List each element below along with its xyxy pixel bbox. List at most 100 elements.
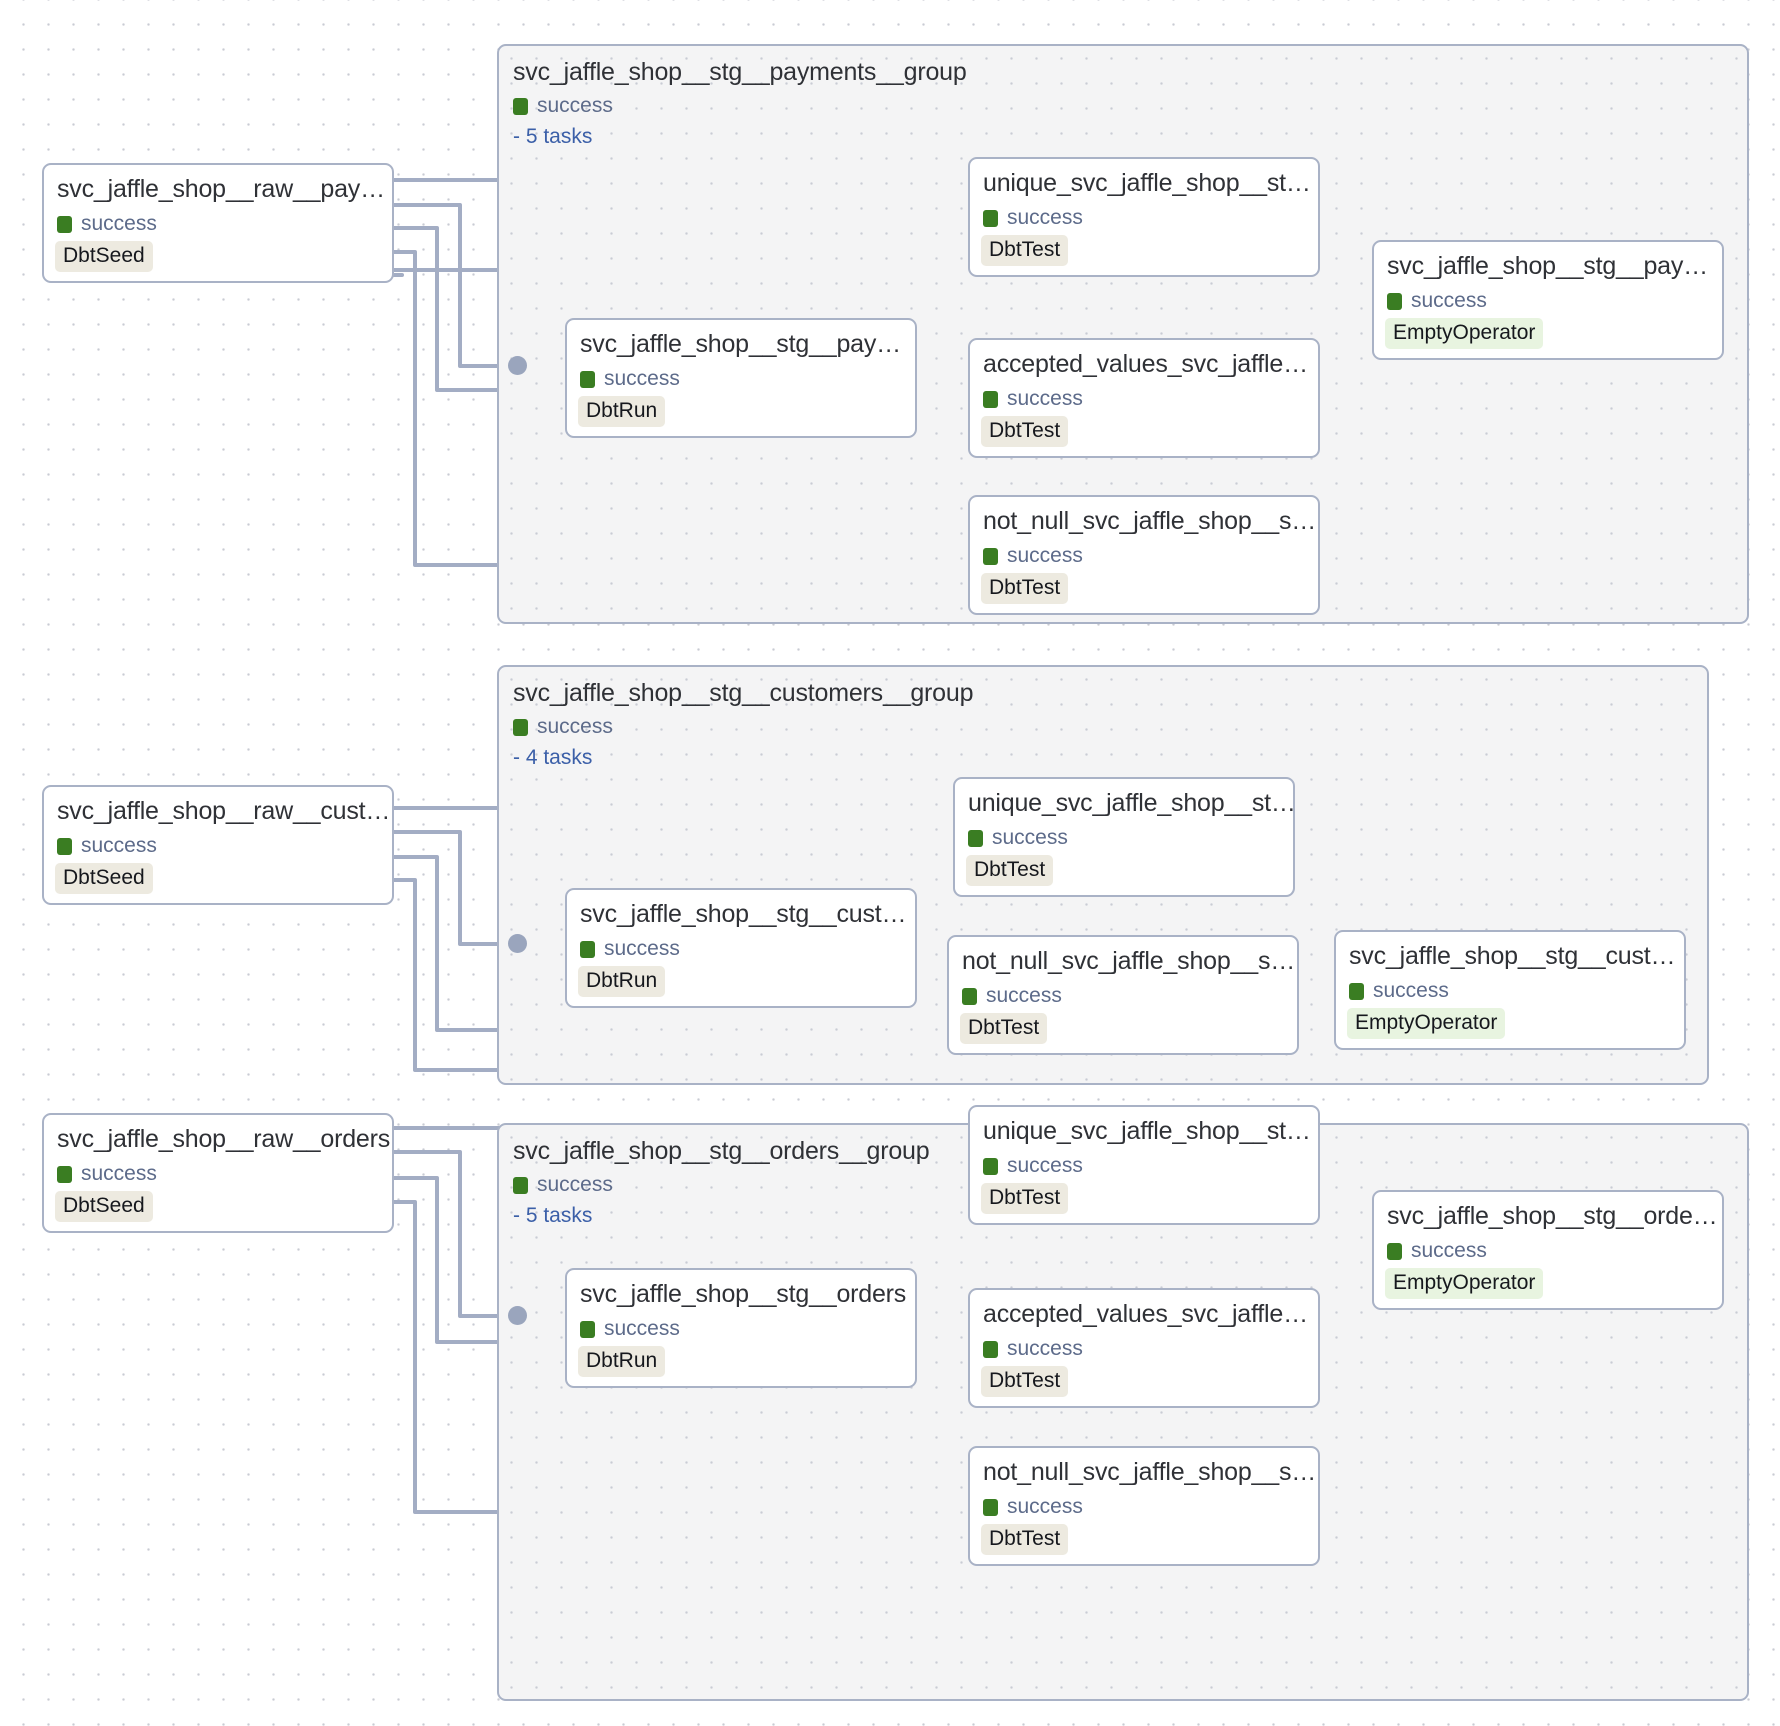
status-label: success bbox=[986, 984, 1062, 1007]
task-node-title: not_null_svc_jaffle_shop__s… bbox=[983, 507, 1317, 535]
operator-badge: DbtTest bbox=[981, 1366, 1069, 1397]
status-swatch-icon bbox=[580, 940, 595, 958]
task-node-title: svc_jaffle_shop__raw__orders bbox=[57, 1125, 391, 1153]
status-swatch-icon bbox=[1387, 292, 1402, 310]
task-node-stg-payments-empty[interactable]: svc_jaffle_shop__stg__pay… success Empty… bbox=[1372, 240, 1724, 360]
task-node-status: success bbox=[57, 1162, 157, 1186]
task-node-title: svc_jaffle_shop__raw__cust… bbox=[57, 797, 391, 825]
task-node-not-null-customers[interactable]: not_null_svc_jaffle_shop__s… success Dbt… bbox=[947, 935, 1299, 1055]
task-node-status: success bbox=[983, 1495, 1083, 1519]
operator-badge: DbtTest bbox=[960, 1013, 1048, 1044]
operator-badge: DbtRun bbox=[578, 1346, 666, 1377]
status-swatch-icon bbox=[513, 1176, 528, 1194]
operator-badge: DbtSeed bbox=[55, 241, 153, 272]
status-swatch-icon bbox=[983, 1340, 998, 1358]
status-label: success bbox=[604, 367, 680, 390]
task-node-title: not_null_svc_jaffle_shop__s… bbox=[962, 947, 1296, 975]
task-node-raw-customers[interactable]: svc_jaffle_shop__raw__cust… success DbtS… bbox=[42, 785, 394, 905]
task-node-status: success bbox=[580, 937, 680, 961]
status-swatch-icon bbox=[968, 829, 983, 847]
operator-badge: DbtSeed bbox=[55, 863, 153, 894]
status-label: success bbox=[81, 834, 157, 857]
task-node-status: success bbox=[983, 1337, 1083, 1361]
operator-badge: DbtSeed bbox=[55, 1191, 153, 1222]
edge-junction-dot bbox=[508, 356, 527, 375]
task-node-title: svc_jaffle_shop__raw__pay… bbox=[57, 175, 385, 203]
task-group-task-count[interactable]: - 5 tasks bbox=[513, 125, 593, 148]
task-group-title: svc_jaffle_shop__stg__payments__group bbox=[513, 58, 967, 86]
task-node-raw-payments[interactable]: svc_jaffle_shop__raw__pay… success DbtSe… bbox=[42, 163, 394, 283]
status-label: success bbox=[1411, 1239, 1487, 1262]
task-node-status: success bbox=[983, 387, 1083, 411]
status-swatch-icon bbox=[580, 370, 595, 388]
task-node-title: unique_svc_jaffle_shop__st… bbox=[983, 169, 1311, 197]
edge-junction-dot bbox=[508, 934, 527, 953]
task-node-not-null-orders[interactable]: not_null_svc_jaffle_shop__s… success Dbt… bbox=[968, 1446, 1320, 1566]
status-swatch-icon bbox=[1387, 1242, 1402, 1260]
task-node-title: svc_jaffle_shop__stg__pay… bbox=[1387, 252, 1708, 280]
status-label: success bbox=[1007, 1337, 1083, 1360]
task-node-status: success bbox=[1349, 979, 1449, 1003]
task-node-not-null-payments[interactable]: not_null_svc_jaffle_shop__s… success Dbt… bbox=[968, 495, 1320, 615]
status-label: success bbox=[1007, 544, 1083, 567]
task-node-stg-customers-empty[interactable]: svc_jaffle_shop__stg__cust… success Empt… bbox=[1334, 930, 1686, 1050]
status-label: success bbox=[992, 826, 1068, 849]
task-node-unique-customers[interactable]: unique_svc_jaffle_shop__st… success DbtT… bbox=[953, 777, 1295, 897]
status-label: success bbox=[1411, 289, 1487, 312]
status-label: success bbox=[1373, 979, 1449, 1002]
operator-badge: DbtTest bbox=[981, 1524, 1069, 1555]
task-node-stg-orders-empty[interactable]: svc_jaffle_shop__stg__orde… success Empt… bbox=[1372, 1190, 1724, 1310]
task-node-status: success bbox=[580, 1317, 680, 1341]
task-node-title: unique_svc_jaffle_shop__st… bbox=[983, 1117, 1311, 1145]
task-group-status: success bbox=[513, 1173, 613, 1197]
status-swatch-icon bbox=[983, 1157, 998, 1175]
task-node-stg-orders-run[interactable]: svc_jaffle_shop__stg__orders success Dbt… bbox=[565, 1268, 917, 1388]
operator-badge: DbtTest bbox=[981, 573, 1069, 604]
task-node-status: success bbox=[1387, 289, 1487, 313]
operator-badge: DbtTest bbox=[981, 1183, 1069, 1214]
task-node-title: accepted_values_svc_jaffle… bbox=[983, 350, 1308, 378]
task-node-status: success bbox=[983, 206, 1083, 230]
task-node-unique-payments[interactable]: unique_svc_jaffle_shop__st… success DbtT… bbox=[968, 157, 1320, 277]
task-node-title: svc_jaffle_shop__stg__cust… bbox=[1349, 942, 1676, 970]
status-label: success bbox=[1007, 1154, 1083, 1177]
status-label: success bbox=[604, 1317, 680, 1340]
task-node-title: unique_svc_jaffle_shop__st… bbox=[968, 789, 1295, 817]
status-swatch-icon bbox=[513, 718, 528, 736]
status-label: success bbox=[537, 1173, 613, 1196]
task-group-status: success bbox=[513, 715, 613, 739]
task-node-status: success bbox=[57, 834, 157, 858]
task-node-stg-payments-run[interactable]: svc_jaffle_shop__stg__pay… success DbtRu… bbox=[565, 318, 917, 438]
status-swatch-icon bbox=[1349, 982, 1364, 1000]
task-group-task-count[interactable]: - 5 tasks bbox=[513, 1204, 593, 1227]
operator-badge: DbtRun bbox=[578, 396, 666, 427]
operator-badge: DbtRun bbox=[578, 966, 666, 997]
status-swatch-icon bbox=[57, 1165, 72, 1183]
operator-badge: EmptyOperator bbox=[1347, 1008, 1506, 1039]
operator-badge: DbtTest bbox=[981, 235, 1069, 266]
status-label: success bbox=[1007, 1495, 1083, 1518]
task-group-status: success bbox=[513, 94, 613, 118]
task-node-status: success bbox=[580, 367, 680, 391]
task-node-title: svc_jaffle_shop__stg__orde… bbox=[1387, 1202, 1718, 1230]
status-label: success bbox=[604, 937, 680, 960]
task-node-unique-orders[interactable]: unique_svc_jaffle_shop__st… success DbtT… bbox=[968, 1105, 1320, 1225]
task-node-stg-customers-run[interactable]: svc_jaffle_shop__stg__cust… success DbtR… bbox=[565, 888, 917, 1008]
task-node-raw-orders[interactable]: svc_jaffle_shop__raw__orders success Dbt… bbox=[42, 1113, 394, 1233]
operator-badge: EmptyOperator bbox=[1385, 1268, 1544, 1299]
task-node-accepted-values-orders[interactable]: accepted_values_svc_jaffle… success DbtT… bbox=[968, 1288, 1320, 1408]
task-group-task-count[interactable]: - 4 tasks bbox=[513, 746, 593, 769]
status-swatch-icon bbox=[983, 547, 998, 565]
task-node-status: success bbox=[968, 826, 1068, 850]
status-label: success bbox=[537, 715, 613, 738]
task-node-title: accepted_values_svc_jaffle… bbox=[983, 1300, 1308, 1328]
status-swatch-icon bbox=[962, 987, 977, 1005]
status-label: success bbox=[537, 94, 613, 117]
task-node-status: success bbox=[983, 544, 1083, 568]
task-node-accepted-values-payments[interactable]: accepted_values_svc_jaffle… success DbtT… bbox=[968, 338, 1320, 458]
status-swatch-icon bbox=[983, 209, 998, 227]
status-swatch-icon bbox=[513, 97, 528, 115]
task-node-status: success bbox=[983, 1154, 1083, 1178]
status-label: success bbox=[1007, 206, 1083, 229]
